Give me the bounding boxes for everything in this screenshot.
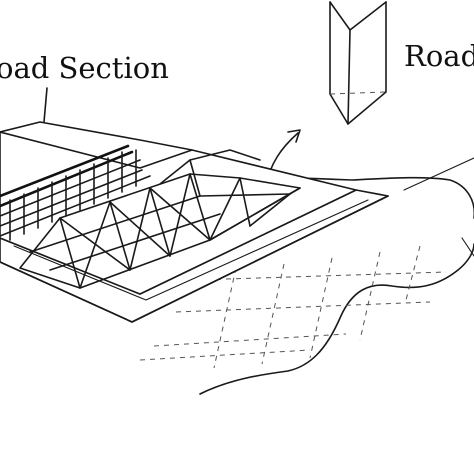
road-label: Road <box>404 39 474 73</box>
leader-line-upper <box>403 157 474 191</box>
leader-line-lower <box>461 237 474 257</box>
ground-grid <box>139 245 447 369</box>
deck-inner-edge <box>13 199 369 301</box>
deck-front-edge <box>0 195 389 323</box>
road-section-label: oad Section <box>0 51 169 85</box>
left-reinforcement-mesh <box>0 144 151 241</box>
triangulated-panel <box>19 149 301 289</box>
deck-rear-edge <box>0 121 193 151</box>
road-section-leader-line <box>43 87 48 123</box>
triangular-prism-icon <box>329 1 387 125</box>
terrain-edge <box>199 243 474 395</box>
